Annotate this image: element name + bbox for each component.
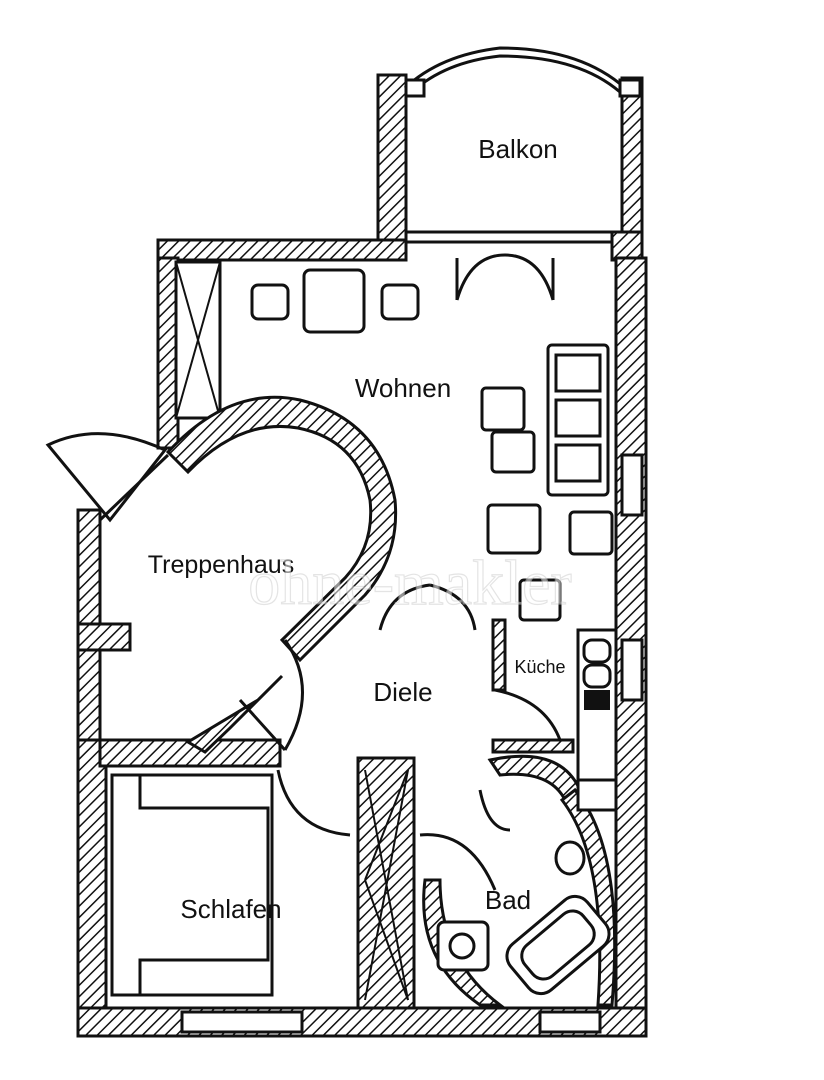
room-label-schlafen: Schlafen <box>180 894 281 924</box>
living-furniture <box>250 268 614 556</box>
bed <box>110 773 274 997</box>
room-label-kueche: Küche <box>514 657 565 677</box>
kitchen-furniture <box>518 578 618 812</box>
interior-doors <box>238 253 562 891</box>
balcony-walls <box>376 46 644 244</box>
room-label-balkon: Balkon <box>478 134 558 164</box>
staircase-curved-wall <box>165 395 398 754</box>
watermark: ohne-makler <box>248 547 571 618</box>
room-label-wohnen: Wohnen <box>355 373 451 403</box>
windows <box>174 260 644 1034</box>
bathroom-fixtures <box>436 789 611 996</box>
interior-walls <box>356 618 617 1010</box>
room-label-bad: Bad <box>485 885 531 915</box>
room-label-treppenhaus: Treppenhaus <box>148 551 294 579</box>
room-label-diele: Diele <box>373 677 432 707</box>
entrance-door <box>45 432 170 523</box>
